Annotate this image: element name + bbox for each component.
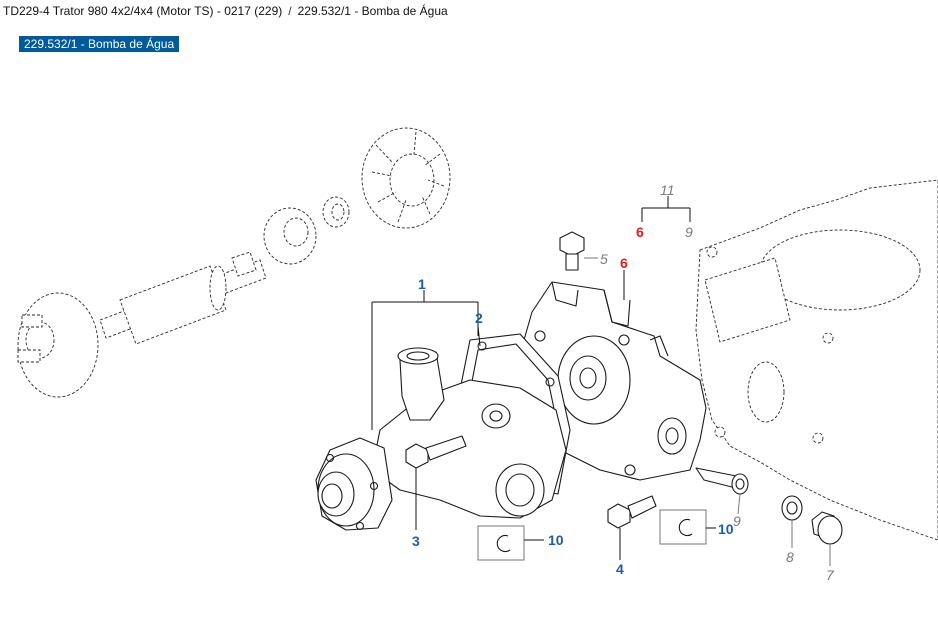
callout-1[interactable]: 1 xyxy=(418,276,426,292)
water-pump-body xyxy=(371,347,567,519)
ghost-seal xyxy=(322,196,350,228)
callout-6-group[interactable]: 6 xyxy=(636,224,644,240)
hose-fitting-9 xyxy=(695,467,749,495)
callout-9[interactable]: 9 xyxy=(733,513,741,529)
callout-6-housing[interactable]: 6 xyxy=(620,255,628,271)
callout-leaders xyxy=(371,196,831,566)
bolt-5 xyxy=(559,231,585,271)
circlip-10-right xyxy=(659,509,707,545)
breadcrumb-item-water-pump[interactable]: 229.532/1 - Bomba de Água xyxy=(297,4,448,18)
callout-10-right[interactable]: 10 xyxy=(718,521,734,537)
drain-plug-7 xyxy=(811,511,843,545)
bolt-3 xyxy=(405,435,467,469)
callout-11[interactable]: 11 xyxy=(660,182,675,198)
breadcrumb-item-tractor[interactable]: TD229-4 Trator 980 4x2/4x4 (Motor TS) - … xyxy=(3,4,283,18)
ghost-impeller xyxy=(361,127,451,229)
callout-3[interactable]: 3 xyxy=(412,533,420,549)
breadcrumb: TD229-4 Trator 980 4x2/4x4 (Motor TS) - … xyxy=(3,4,448,18)
callout-labels: 1 2 3 4 5 6 6 9 11 10 10 9 8 7 xyxy=(412,182,835,583)
callout-5[interactable]: 5 xyxy=(600,251,608,267)
engine-block-outline xyxy=(695,179,938,541)
callout-10-left[interactable]: 10 xyxy=(548,532,564,548)
callout-2[interactable]: 2 xyxy=(475,310,483,326)
washer-8 xyxy=(781,495,803,521)
ghost-shaft xyxy=(99,251,267,345)
callout-4[interactable]: 4 xyxy=(616,561,624,577)
active-section-tab[interactable]: 229.532/1 - Bomba de Água xyxy=(19,36,180,52)
pump-hub-flange xyxy=(315,437,393,531)
callout-8[interactable]: 8 xyxy=(786,549,794,565)
circlip-10-left xyxy=(477,525,525,561)
bolt-4 xyxy=(607,495,657,529)
ghost-bearing xyxy=(263,207,317,265)
callout-7[interactable]: 7 xyxy=(826,567,835,583)
breadcrumb-separator: / xyxy=(288,4,292,18)
ghost-fan-assembly xyxy=(17,127,451,398)
ghost-pulley xyxy=(17,292,99,398)
callout-9-group[interactable]: 9 xyxy=(685,224,693,240)
